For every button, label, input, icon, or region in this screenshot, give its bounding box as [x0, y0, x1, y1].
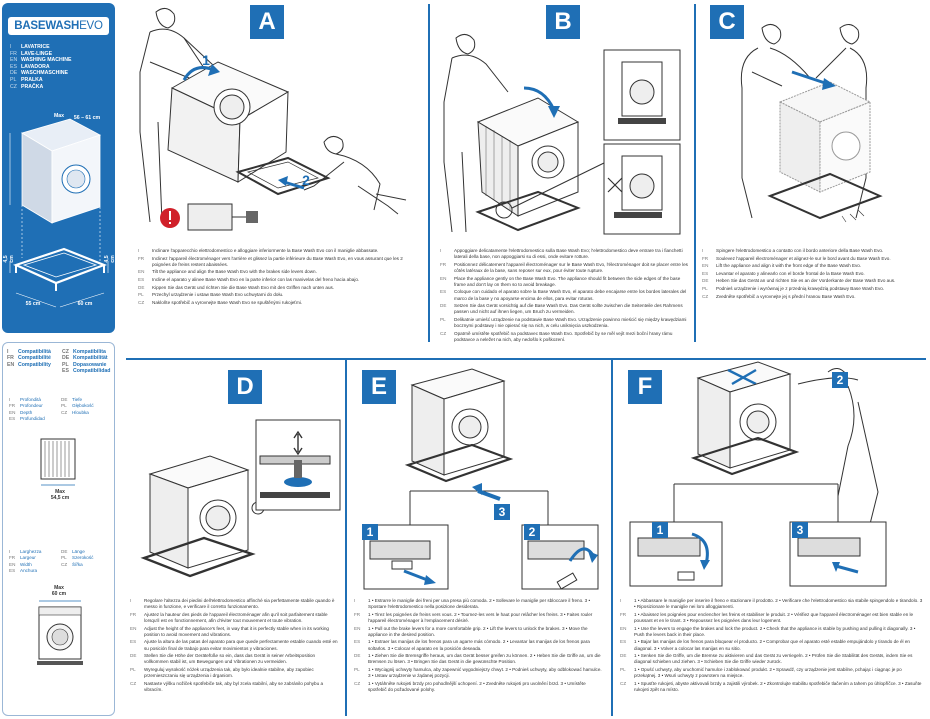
divider	[694, 4, 696, 342]
top-range-label: 56 – 61 cm	[73, 115, 101, 121]
row-divider	[126, 358, 926, 360]
step-f-num-3: 3	[792, 522, 808, 538]
step-d-illustration	[140, 419, 341, 578]
brand-logo: BASEWASHEVO	[8, 17, 109, 35]
step-c-label: C	[710, 5, 744, 39]
max-label: Max	[53, 113, 65, 119]
step-f-label: F	[628, 370, 662, 404]
height-dim-right: 4,5 cm	[104, 255, 116, 263]
step-b-label: B	[546, 5, 580, 39]
machine-on-base-illustration: Max 56 – 61 cm 4,5 cm 4,5 cm 55 cm 60 cm	[3, 113, 116, 318]
divider	[428, 4, 430, 342]
width-machine-illustration	[37, 600, 83, 665]
width-dim-right: 60 cm	[77, 301, 93, 307]
step-f-illustration	[629, 361, 887, 587]
step-c-illustration	[740, 24, 883, 223]
width-dim-left: 55 cm	[25, 301, 41, 307]
depth-machine-illustration	[40, 438, 76, 486]
step-a-num-2: 2	[302, 172, 310, 188]
step-e-illustration	[363, 368, 599, 590]
step-e-num-1: 1	[362, 524, 378, 540]
step-d-label: D	[228, 370, 262, 404]
step-b-illustration	[443, 34, 681, 235]
step-f-num-1: 1	[652, 522, 668, 538]
step-f-num-2: 2	[832, 372, 848, 388]
step-e-num-2: 2	[524, 524, 540, 540]
step-a-num-1: 1	[202, 52, 210, 68]
divider	[611, 360, 613, 716]
step-e-num-3: 3	[494, 504, 510, 520]
step-a-label: A	[250, 5, 284, 39]
divider	[345, 360, 347, 716]
step-a-illustration	[139, 8, 407, 231]
height-dim-left: 4,5 cm	[3, 255, 15, 263]
step-e-label: E	[362, 370, 396, 404]
